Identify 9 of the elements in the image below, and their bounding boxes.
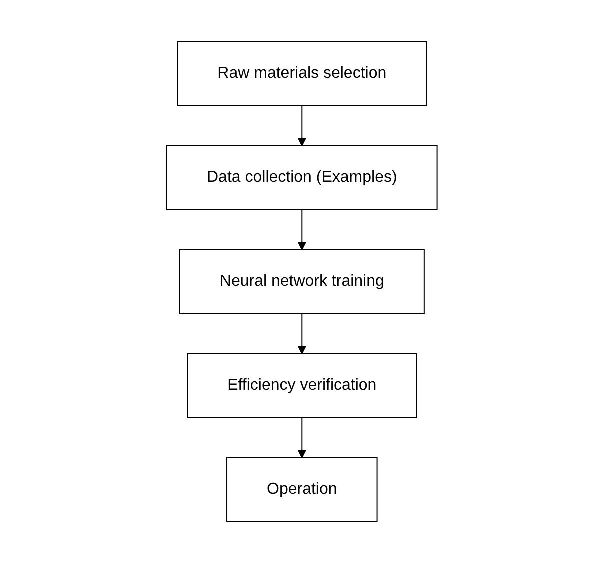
node-box	[187, 353, 418, 418]
node-box	[166, 145, 438, 210]
arrow	[298, 313, 307, 354]
node-box	[226, 457, 378, 522]
arrow	[298, 417, 307, 458]
arrow	[298, 105, 307, 146]
arrow	[298, 209, 307, 250]
node-box	[180, 249, 426, 314]
node-box	[178, 41, 428, 106]
